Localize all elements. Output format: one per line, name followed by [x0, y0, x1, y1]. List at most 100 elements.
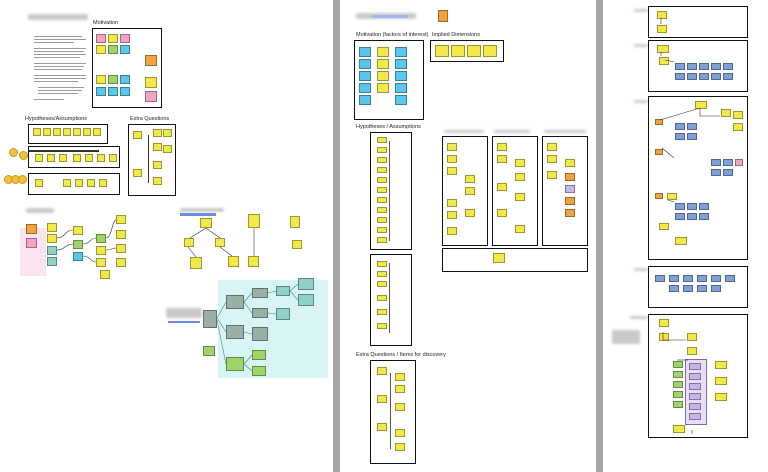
implied-dimensions-frame[interactable] — [430, 40, 504, 62]
sticky-note[interactable] — [699, 63, 709, 70]
sticky-note[interactable] — [73, 128, 81, 136]
sticky-note[interactable] — [120, 87, 130, 96]
sticky-note[interactable] — [53, 128, 61, 136]
sticky-note[interactable] — [689, 373, 701, 380]
sticky-note[interactable] — [377, 167, 387, 173]
extra-questions-frame[interactable] — [128, 124, 176, 196]
board-title-link[interactable] — [372, 15, 408, 18]
sticky-note[interactable] — [96, 246, 106, 255]
mindmap-node-team[interactable] — [276, 286, 290, 296]
sticky-note[interactable] — [96, 34, 106, 43]
mindmap-node-enrich[interactable] — [252, 327, 268, 341]
sticky-note[interactable] — [659, 333, 669, 341]
sticky-note[interactable] — [723, 73, 733, 80]
sticky-note[interactable] — [711, 73, 721, 80]
emoji-reaction-icon[interactable] — [19, 151, 28, 160]
sticky-note[interactable] — [565, 185, 575, 193]
sticky-note[interactable] — [723, 159, 733, 166]
sticky-note[interactable] — [435, 45, 449, 57]
board-divider[interactable] — [333, 0, 340, 472]
sticky-note[interactable] — [47, 223, 57, 232]
sticky-note[interactable] — [733, 111, 743, 119]
sticky-note[interactable] — [657, 45, 669, 53]
sticky-note[interactable] — [116, 258, 126, 267]
sticky-note[interactable] — [395, 71, 407, 81]
sticky-note[interactable] — [497, 155, 507, 163]
hypotheses-frame-3[interactable] — [28, 173, 120, 195]
board-divider[interactable] — [596, 0, 603, 472]
sticky-note[interactable] — [116, 215, 126, 224]
hypotheses-frame-2[interactable] — [28, 146, 120, 168]
sticky-note[interactable] — [675, 213, 685, 220]
sticky-note[interactable] — [447, 167, 457, 175]
flow-frame-3[interactable] — [542, 136, 588, 246]
sticky-note[interactable] — [669, 275, 679, 282]
sticky-note[interactable] — [735, 159, 743, 166]
sticky-note[interactable] — [35, 154, 43, 162]
sticky-note[interactable] — [75, 179, 83, 187]
hypotheses-frame-1[interactable] — [28, 124, 108, 144]
sticky-note[interactable] — [190, 257, 202, 269]
sticky-note[interactable] — [47, 257, 57, 266]
sticky-note[interactable] — [116, 244, 126, 253]
sticky-note[interactable] — [465, 175, 475, 183]
sticky-note[interactable] — [711, 159, 721, 166]
sticky-note[interactable] — [687, 123, 697, 130]
sticky-note[interactable] — [395, 403, 405, 411]
sticky-note[interactable] — [673, 381, 683, 388]
sticky-note[interactable] — [116, 230, 126, 239]
sticky-note[interactable] — [163, 129, 172, 137]
sticky-note[interactable] — [395, 95, 407, 105]
sticky-note[interactable] — [145, 55, 157, 66]
sticky-note[interactable] — [47, 154, 55, 162]
sticky-note[interactable] — [120, 45, 130, 54]
sticky-note[interactable] — [711, 169, 721, 176]
mindmap-node-leaf[interactable] — [252, 350, 266, 360]
sticky-note[interactable] — [699, 213, 709, 220]
sticky-note[interactable] — [447, 143, 457, 151]
sticky-note[interactable] — [96, 234, 106, 243]
sticky-note[interactable] — [395, 47, 407, 57]
sticky-note[interactable] — [711, 285, 721, 292]
sticky-note[interactable] — [711, 275, 721, 282]
sticky-note[interactable] — [377, 271, 387, 277]
mindmap-link[interactable] — [180, 213, 216, 216]
sticky-note[interactable] — [683, 285, 693, 292]
sticky-note[interactable] — [467, 45, 481, 57]
sticky-note[interactable] — [120, 75, 130, 84]
sticky-note[interactable] — [447, 227, 457, 235]
sticky-note[interactable] — [377, 295, 387, 301]
sticky-note[interactable] — [377, 227, 387, 233]
sticky-note[interactable] — [497, 143, 507, 151]
sticky-note[interactable] — [723, 63, 733, 70]
sticky-note[interactable] — [96, 75, 106, 84]
sticky-note[interactable] — [547, 143, 557, 151]
sticky-note[interactable] — [99, 179, 107, 187]
sticky-note[interactable] — [377, 309, 387, 315]
sticky-note[interactable] — [377, 395, 387, 403]
sticky-note[interactable] — [659, 223, 669, 230]
sticky-note[interactable] — [26, 224, 37, 234]
sticky-note[interactable] — [687, 347, 697, 355]
middle-extra-questions-frame[interactable] — [370, 360, 416, 464]
sticky-note[interactable] — [377, 137, 387, 143]
sticky-note[interactable] — [96, 87, 106, 96]
sticky-note[interactable] — [687, 73, 697, 80]
sticky-note[interactable] — [73, 252, 83, 261]
sticky-note[interactable] — [699, 203, 709, 210]
sticky-note[interactable] — [248, 256, 259, 267]
right-frame-2[interactable] — [648, 40, 748, 92]
sticky-note[interactable] — [120, 34, 130, 43]
sticky-note[interactable] — [687, 213, 697, 220]
sticky-note[interactable] — [153, 177, 162, 185]
sticky-note[interactable] — [108, 45, 118, 54]
sticky-note[interactable] — [133, 169, 142, 177]
sticky-note[interactable] — [200, 218, 212, 228]
sticky-note[interactable] — [377, 197, 387, 203]
sticky-note[interactable] — [97, 154, 105, 162]
sticky-note[interactable] — [697, 275, 707, 282]
sticky-note[interactable] — [711, 63, 721, 70]
sticky-note[interactable] — [395, 83, 407, 93]
sticky-note[interactable] — [565, 173, 575, 181]
middle-motivation-frame[interactable] — [354, 40, 424, 120]
